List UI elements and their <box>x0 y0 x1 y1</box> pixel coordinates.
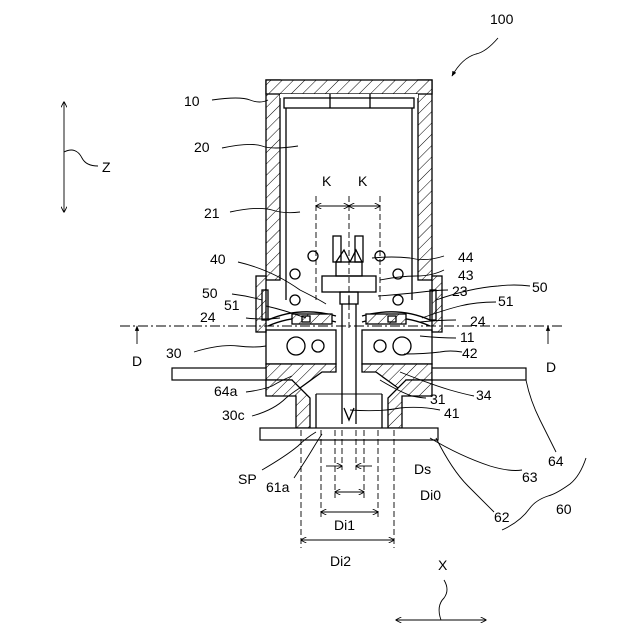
label-51-right: 51 <box>498 293 514 309</box>
label-z: Z <box>102 159 111 175</box>
label-63: 63 <box>522 469 538 485</box>
label-k-right: K <box>358 173 368 189</box>
label-43: 43 <box>458 267 474 283</box>
k-dimensions <box>316 196 380 330</box>
label-44: 44 <box>458 249 474 265</box>
label-42: 42 <box>462 345 478 361</box>
label-61a: 61a <box>266 479 290 495</box>
label-100: 100 <box>490 11 514 27</box>
label-10: 10 <box>184 93 200 109</box>
label-40: 40 <box>210 251 226 267</box>
holes <box>290 251 403 305</box>
label-d-left: D <box>132 353 142 369</box>
base-plate <box>172 368 526 440</box>
label-64: 64 <box>548 453 564 469</box>
label-20: 20 <box>194 139 210 155</box>
lower-body <box>266 330 432 388</box>
label-k-left: K <box>322 173 332 189</box>
label-11: 11 <box>460 329 475 345</box>
label-d-right: D <box>546 359 556 375</box>
label-23: 23 <box>452 283 468 299</box>
x-leader <box>439 580 447 620</box>
label-60: 60 <box>556 501 572 517</box>
label-50-right: 50 <box>532 279 548 295</box>
label-64a: 64a <box>214 383 238 399</box>
label-di0: Di0 <box>420 487 441 503</box>
label-x: X <box>438 557 448 573</box>
z-leader <box>64 150 98 166</box>
label-di2: Di2 <box>330 553 351 569</box>
label-30: 30 <box>166 345 182 361</box>
label-24-left: 24 <box>200 309 216 325</box>
label-di1: Di1 <box>334 517 355 533</box>
label-sp: SP <box>238 471 257 487</box>
label-62: 62 <box>494 509 510 525</box>
assembly-arrow <box>452 38 498 76</box>
label-34: 34 <box>476 387 492 403</box>
label-21: 21 <box>204 205 220 221</box>
label-50-left: 50 <box>202 285 218 301</box>
label-41: 41 <box>444 405 460 421</box>
label-24-right: 24 <box>470 313 486 329</box>
label-ds: Ds <box>414 461 431 477</box>
label-51-left: 51 <box>224 297 240 313</box>
label-30c: 30c <box>222 407 245 423</box>
